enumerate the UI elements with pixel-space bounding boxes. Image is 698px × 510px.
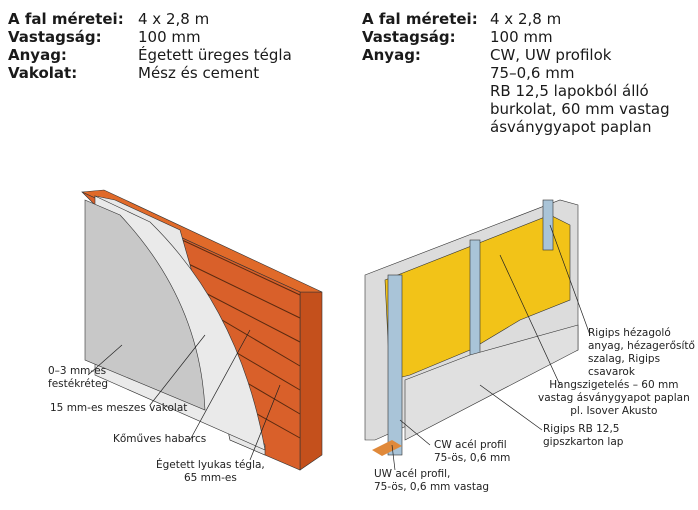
label-uw-profile: UW acél profil, 75-ös, 0,6 mm vastag — [374, 468, 490, 493]
spec-row: Vastagság: 100 mm — [8, 28, 292, 46]
label-cw-profile: CW acél profil 75-ös, 0,6 mm — [434, 439, 511, 464]
spec-value: Égetett üreges tégla — [138, 46, 292, 64]
brick-wall-illustration — [80, 189, 323, 471]
drywall-illustration — [364, 199, 591, 471]
spec-row: Vakolat: Mész és cement — [8, 64, 292, 82]
cw-profile-middle — [469, 239, 481, 361]
spec-value: 4 x 2,8 m — [490, 10, 562, 28]
spec-value: Mész és cement — [138, 64, 260, 82]
label-plaster: 15 mm-es meszes vakolat — [50, 402, 188, 414]
label-paint-layer: 0–3 mm-es festékréteg — [48, 365, 109, 390]
spec-row: Vastagság: 100 mm — [362, 28, 670, 46]
label-brick: Égetett lyukas tégla, 65 mm-es — [156, 459, 265, 484]
spec-row: Anyag: Égetett üreges tégla — [8, 46, 292, 64]
spec-value: CW, UW profilok 75–0,6 mm RB 12,5 lapokb… — [490, 46, 670, 136]
spec-value: 100 mm — [138, 28, 201, 46]
spec-row: A fal méretei: 4 x 2,8 m — [362, 10, 670, 28]
label-mortar: Kőműves habarcs — [113, 433, 207, 445]
spec-label: Vakolat: — [8, 64, 78, 82]
spec-value: 100 mm — [490, 28, 553, 46]
spec-value: 4 x 2,8 m — [138, 10, 210, 28]
spec-row: Anyag: CW, UW profilok 75–0,6 mm RB 12,5 … — [362, 46, 670, 136]
spec-label: Anyag: — [362, 46, 421, 64]
cw-profile-right — [542, 199, 554, 251]
paint-layer — [84, 199, 206, 411]
cw-profile-left — [387, 274, 403, 456]
spec-label: Vastagság: — [8, 28, 102, 46]
spec-row: A fal méretei: 4 x 2,8 m — [8, 10, 292, 28]
brick-right-face — [299, 291, 323, 471]
spec-label: A fal méretei: — [8, 10, 124, 28]
floor-strip — [372, 440, 402, 456]
label-gypsum-board: Rigips RB 12,5 gipszkarton lap — [543, 423, 624, 448]
label-joint-material: Rigips hézagoló anyag, hézagerősítő szal… — [588, 327, 695, 378]
spec-label: A fal méretei: — [362, 10, 478, 28]
spec-label: Anyag: — [8, 46, 67, 64]
label-insulation: Hangszigetelés – 60 mm vastag ásványgyap… — [538, 379, 690, 417]
front-board — [404, 324, 579, 441]
spec-label: Vastagság: — [362, 28, 456, 46]
